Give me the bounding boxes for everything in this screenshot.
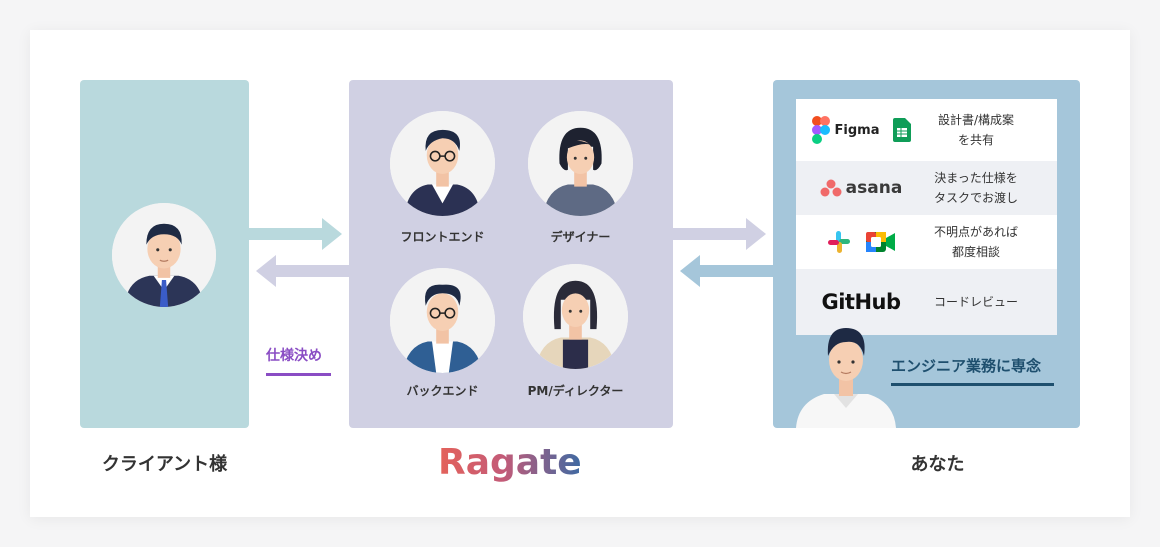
focus-label: エンジニア業務に専念 — [891, 357, 1042, 375]
figma-wordmark: Figma — [834, 122, 880, 138]
tool-consult-line2: 都度相談 — [951, 245, 1000, 259]
role-frontend: フロントエンド — [400, 230, 485, 244]
role-designer: デザイナー — [550, 230, 611, 244]
ragate-logo: Ragate — [438, 442, 582, 483]
you-avatar — [794, 320, 898, 428]
arrow-ragate-to-client — [256, 255, 349, 287]
client-avatar — [112, 203, 216, 307]
arrow-you-to-ragate — [680, 255, 773, 287]
you-caption: あなた — [910, 454, 965, 475]
asana-icon — [820, 179, 842, 197]
tool-logos-design: Figma — [796, 99, 926, 161]
google-sheets-icon — [893, 118, 912, 142]
role-backend: バックエンド — [406, 384, 479, 398]
arrow-ragate-to-you — [673, 218, 766, 250]
backend-avatar — [390, 268, 495, 373]
designer-avatar — [528, 111, 633, 216]
slack-icon — [828, 231, 850, 253]
google-meet-icon — [866, 232, 895, 252]
tool-review-line1: コードレビュー — [933, 295, 1018, 309]
tool-logos-task: asana — [796, 161, 926, 215]
tool-row-consult: 不明点があれば 都度相談 — [796, 215, 1057, 269]
spec-label: 仕様決め — [266, 348, 322, 364]
tools-card: Figma 設計書/構成案 を共有 asana 決まった仕様を タ — [796, 99, 1057, 335]
frontend-avatar — [390, 111, 495, 216]
asana-wordmark: asana — [845, 178, 903, 198]
tool-logos-review: GitHub — [796, 269, 926, 335]
tool-design-line2: を共有 — [957, 133, 994, 147]
tool-row-design: Figma 設計書/構成案 を共有 — [796, 99, 1057, 161]
tool-logos-consult — [796, 215, 926, 269]
focus-underline — [891, 383, 1054, 386]
tool-consult-line1: 不明点があれば — [933, 225, 1018, 239]
github-wordmark: GitHub — [821, 290, 901, 314]
role-pm-director: PM/ディレクター — [527, 384, 624, 398]
pm-director-avatar — [523, 264, 628, 369]
figma-icon — [811, 116, 830, 144]
tool-row-review: GitHub コードレビュー — [796, 269, 1057, 335]
tool-task-line2: タスクでお渡し — [933, 191, 1018, 205]
arrow-client-to-ragate — [249, 218, 342, 250]
tool-row-task: asana 決まった仕様を タスクでお渡し — [796, 161, 1057, 215]
tool-task-line1: 決まった仕様を — [934, 171, 1018, 185]
client-caption: クライアント様 — [101, 454, 228, 475]
tool-design-line1: 設計書/構成案 — [937, 113, 1015, 127]
spec-underline — [266, 373, 331, 376]
